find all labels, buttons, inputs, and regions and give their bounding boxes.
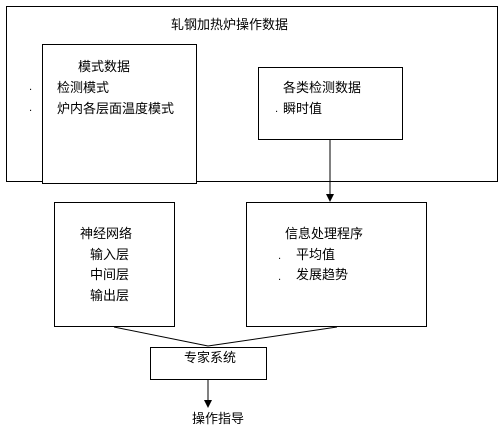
info-processing-title: 信息处理程序 (285, 227, 364, 242)
outer-title: 轧钢加热炉操作数据 (171, 18, 289, 33)
mode-data-title: 模式数据 (78, 60, 131, 75)
expert-system-box (150, 347, 267, 380)
neural-network-box (54, 202, 175, 327)
info-bullet-2: . (278, 272, 282, 283)
neural-network-title: 神经网络 (80, 227, 133, 242)
mode-item-1: 检测模式 (57, 81, 110, 96)
info-item-average: 平均值 (296, 248, 336, 263)
line-neural-to-expert (113, 326, 209, 347)
mode-bullet-2: . (29, 103, 33, 114)
mode-bullet-1: . (29, 82, 33, 93)
neural-item-output: 输出层 (90, 289, 130, 304)
info-processing-box (246, 202, 427, 327)
detect-data-box (258, 67, 403, 140)
expert-system-title: 专家系统 (184, 351, 237, 366)
neural-item-input: 输入层 (90, 248, 130, 263)
detect-data-title: 各类检测数据 (283, 81, 362, 96)
mode-data-box (42, 44, 197, 184)
info-bullet-1: . (278, 251, 282, 262)
line-info-to-expert (207, 326, 338, 347)
detect-bullet-1: . (275, 104, 279, 115)
neural-item-hidden: 中间层 (90, 268, 130, 283)
mode-item-2: 炉内各层面温度模式 (57, 102, 175, 117)
operation-guide-label: 操作指导 (192, 412, 245, 427)
detect-item-1: 瞬时值 (283, 102, 323, 117)
info-item-trend: 发展趋势 (296, 268, 349, 283)
